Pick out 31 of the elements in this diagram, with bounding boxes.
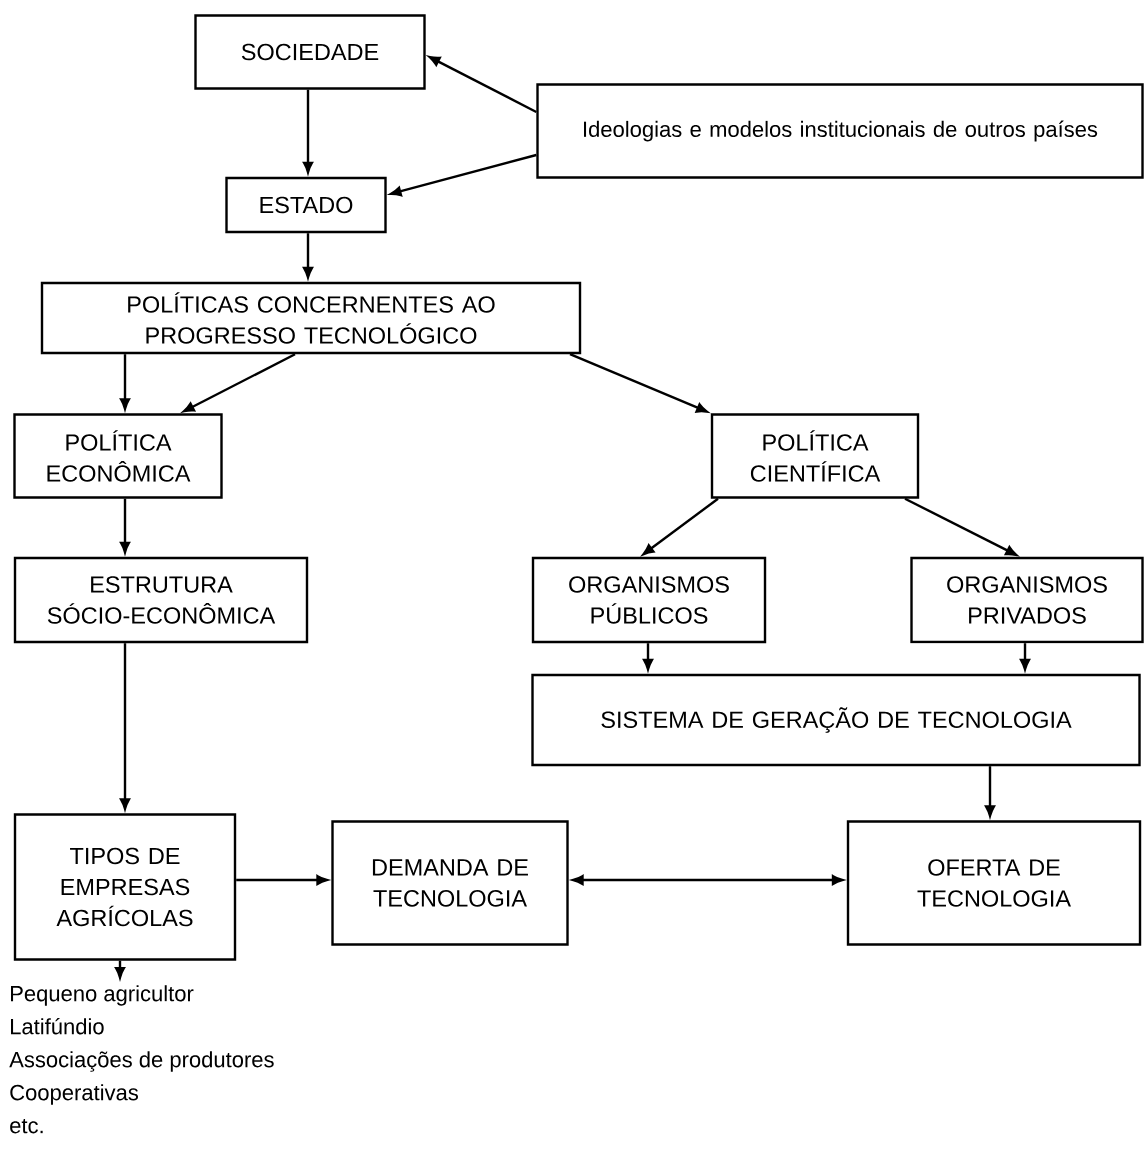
process-box: OFERTA DE TECNOLOGIA <box>846 820 1142 946</box>
item-list: Pequeno agricultor Latifúndio Associações de produtores Cooperativas etc. <box>9 985 274 1134</box>
arrow <box>569 353 708 413</box>
process-box: ESTRUTURA SÓCIO-ECONÔMICA <box>13 556 309 644</box>
arrow <box>984 766 996 817</box>
arrow <box>119 643 131 810</box>
arrow <box>182 353 296 413</box>
process-box: TIPOS DE EMPRESAS AGRÍCOLAS <box>13 813 237 961</box>
arrow <box>236 874 328 886</box>
arrow <box>572 874 844 886</box>
arrow <box>302 89 314 174</box>
arrow <box>642 497 719 556</box>
arrow <box>1019 643 1031 671</box>
arrow <box>428 55 537 114</box>
arrow <box>390 153 537 197</box>
process-box: SISTEMA DE GERAÇÃO DE TECNOLOGIA <box>531 673 1141 767</box>
process-box: DEMANDA DE TECNOLOGIA <box>331 820 569 946</box>
arrow <box>119 354 131 410</box>
arrow <box>642 643 654 671</box>
process-box: ORGANISMOS PÚBLICOS <box>531 556 767 644</box>
process-box: POLÍTICA ECONÔMICA <box>13 413 223 499</box>
arrow <box>119 498 131 554</box>
process-box: POLÍTICA CIENTÍFICA <box>710 413 920 499</box>
process-box: ORGANISMOS PRIVADOS <box>910 556 1144 644</box>
process-box: Ideologias e modelos institucionais de outros países <box>536 83 1144 179</box>
arrow <box>904 497 1018 556</box>
process-box: SOCIEDADE <box>194 14 426 90</box>
process-box: POLÍTICAS CONCERNENTES AO PROGRESSO TECNOLÓGICO <box>40 281 582 355</box>
process-box: ESTADO <box>225 176 387 234</box>
arrow <box>302 233 314 279</box>
arrow <box>114 960 126 979</box>
